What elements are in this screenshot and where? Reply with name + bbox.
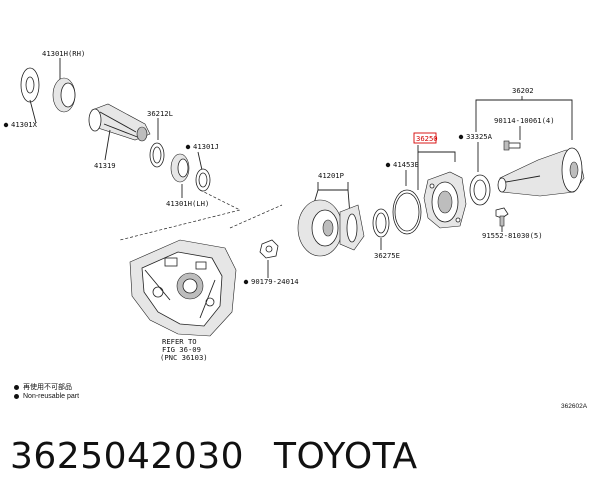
label-91552-81030[interactable]: 91552-81030(5) <box>482 231 543 240</box>
transfer-case-housing[interactable] <box>129 239 237 337</box>
non-reusable-dot-icon <box>385 162 391 168</box>
pinion-shaft-part[interactable] <box>88 103 151 142</box>
bolt-small-part[interactable] <box>495 207 509 227</box>
oil-seal-part[interactable] <box>469 174 491 206</box>
output-flange-shaft-part[interactable] <box>497 147 585 197</box>
label-41201p[interactable]: 41201P <box>318 171 344 180</box>
refer-text-2: FIG 36-09 <box>162 345 201 354</box>
gasket-ring-part[interactable] <box>392 189 422 235</box>
bearing-cup-part[interactable] <box>52 77 76 113</box>
pinion-gear-part[interactable] <box>339 204 365 251</box>
diagram-code: 362602A <box>561 403 588 410</box>
snap-ring-part[interactable] <box>149 142 165 168</box>
legend-row-en: Non-reusable part <box>14 392 79 401</box>
part-number: 3625042030 <box>10 436 245 477</box>
label-33325a[interactable]: 33325A <box>466 132 493 141</box>
legend-text-en: Non-reusable part <box>23 393 80 400</box>
footer-caption: 3625042030 TOYOTA <box>10 436 448 477</box>
label-36202[interactable]: 36202 <box>512 86 534 95</box>
non-reusable-dot-icon <box>14 393 19 399</box>
refer-text-1: REFER TO <box>162 337 197 346</box>
non-reusable-dot-icon <box>185 144 191 150</box>
non-reusable-dot-icon <box>243 279 249 285</box>
washer-ring-part[interactable] <box>195 168 211 192</box>
label-41301h-rh[interactable]: 41301H(RH) <box>42 49 85 58</box>
legend: 再使用不可部品 Non-reusable part <box>14 383 79 401</box>
highlight-box <box>413 132 437 144</box>
label-36250-highlighted[interactable]: 36250 <box>416 134 438 143</box>
ring-gear-part[interactable] <box>297 199 343 257</box>
label-41301x[interactable]: 41301X <box>11 120 38 129</box>
bolt-part[interactable] <box>503 140 521 151</box>
label-36212l[interactable]: 36212L <box>147 109 173 118</box>
exploded-parts-diagram: 41301H(RH) 41301X 41319 36212L 41301J 41… <box>3 49 585 362</box>
label-36275e[interactable]: 36275E <box>374 251 400 260</box>
legend-row-jp: 再使用不可部品 <box>14 383 79 392</box>
label-41453e[interactable]: 41453E <box>393 160 419 169</box>
refer-text-3: (PNC 36103) <box>160 353 208 362</box>
brand-name: TOYOTA <box>274 436 418 477</box>
non-reusable-dot-icon <box>458 134 464 140</box>
non-reusable-dot-icon <box>3 122 9 128</box>
legend-text-jp: 再使用不可部品 <box>23 384 72 391</box>
lock-nut-part[interactable] <box>259 239 279 259</box>
o-ring-part[interactable] <box>372 208 390 238</box>
non-reusable-dot-icon <box>14 384 19 390</box>
label-41301h-lh[interactable]: 41301H(LH) <box>166 199 209 208</box>
label-41301j[interactable]: 41301J <box>193 142 219 151</box>
bearing-cone-part[interactable] <box>170 153 190 183</box>
extension-housing-part[interactable] <box>423 171 467 229</box>
label-90114-10061[interactable]: 90114-10061(4) <box>494 116 555 125</box>
seal-ring-part[interactable] <box>20 67 40 103</box>
label-41319[interactable]: 41319 <box>94 161 116 170</box>
label-90179-24014[interactable]: 90179-24014 <box>251 277 299 286</box>
